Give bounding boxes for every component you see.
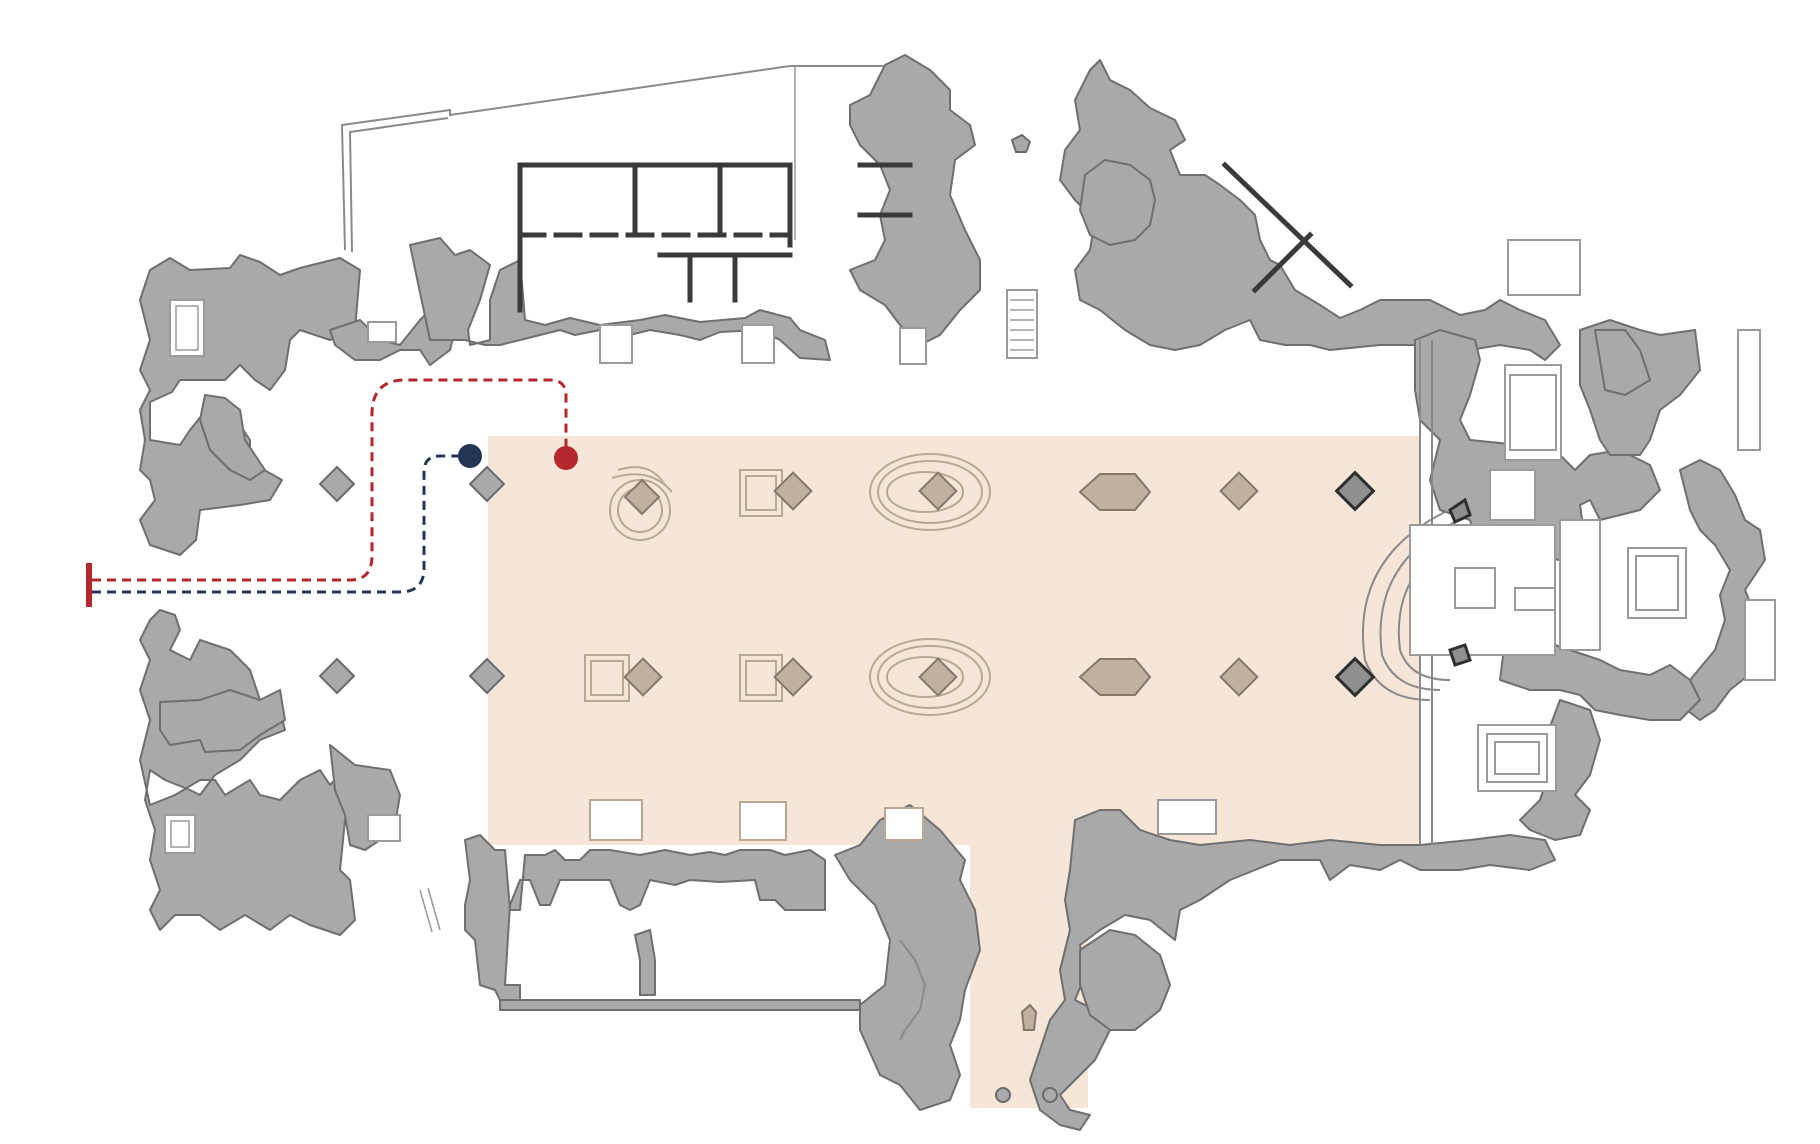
west-chapel-fixtures bbox=[164, 299, 441, 933]
east-chancel bbox=[1361, 239, 1776, 845]
north-aisle-walls bbox=[409, 54, 1561, 361]
north-stair bbox=[1010, 299, 1034, 351]
west-pillars bbox=[318, 465, 506, 695]
route-endpoint-navy-icon[interactable] bbox=[458, 444, 482, 468]
nave-piers bbox=[584, 453, 1376, 1103]
entrance-marker-icon[interactable] bbox=[86, 563, 92, 607]
north-transept-diagonals bbox=[1221, 161, 1354, 294]
north-annex-outline bbox=[340, 65, 905, 253]
south-aisle-walls bbox=[464, 799, 1556, 1131]
highlighted-nave-area bbox=[488, 436, 1420, 1108]
red-route-path bbox=[92, 378, 568, 582]
route-lines bbox=[86, 378, 578, 607]
route-endpoint-red-icon[interactable] bbox=[554, 446, 578, 470]
navy-route-path bbox=[92, 454, 462, 594]
north-rooms bbox=[517, 133, 1038, 365]
